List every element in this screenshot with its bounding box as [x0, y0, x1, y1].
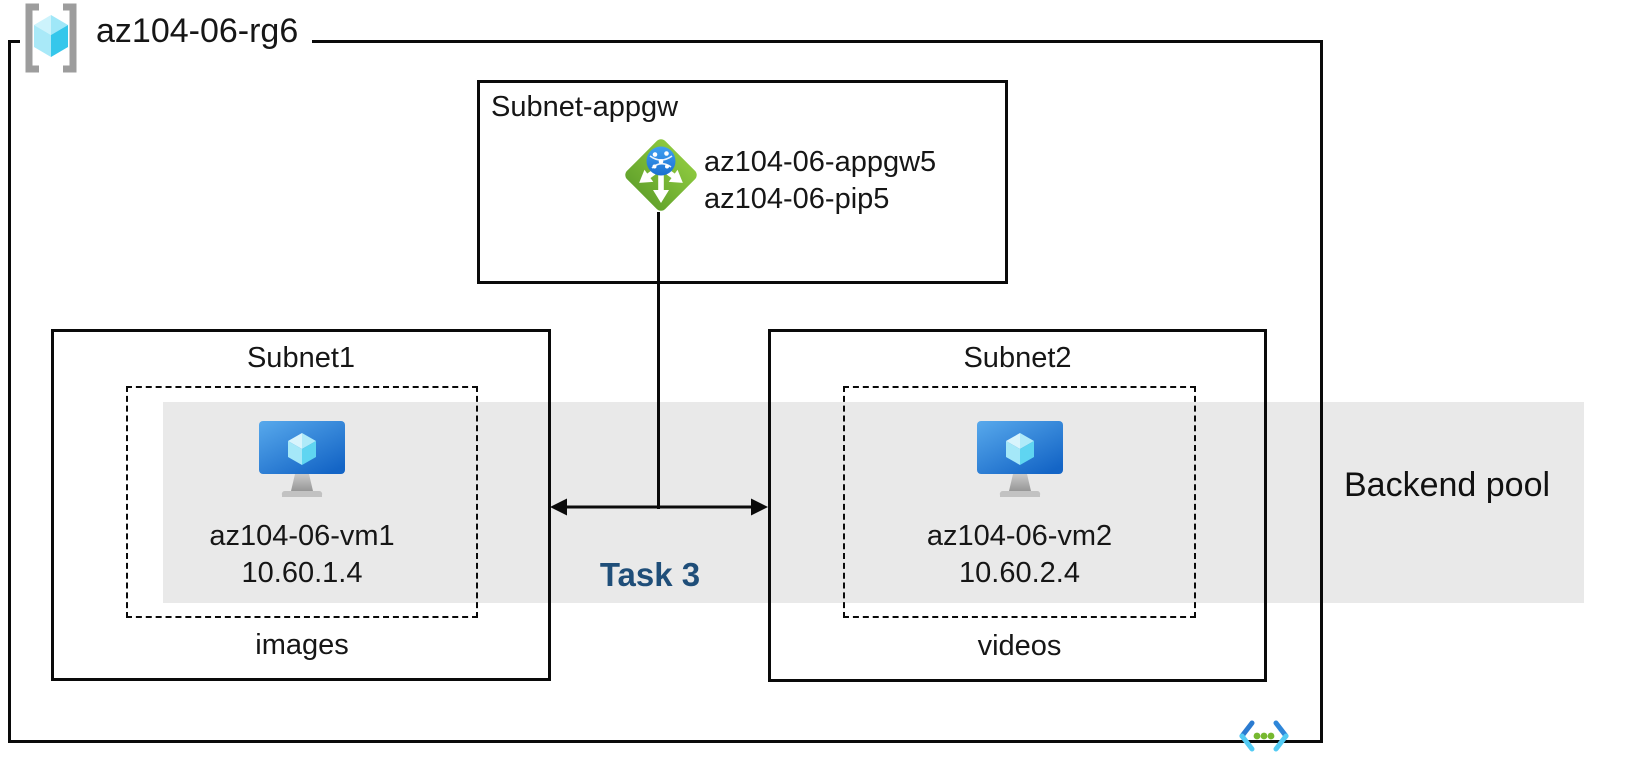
vm1-info: az104-06-vm1 10.60.1.4	[126, 518, 478, 592]
appgw-subnet-label: Subnet-appgw	[491, 91, 679, 123]
app-gateway-name: az104-06-appgw5	[704, 146, 937, 178]
backend-pool-label: Backend pool	[1344, 466, 1551, 504]
resource-group-name: az104-06-rg6	[96, 12, 299, 50]
vm2-dashed-box	[843, 386, 1196, 618]
vm2-name: az104-06-vm2	[926, 520, 1113, 552]
task-label: Task 3	[599, 556, 701, 593]
vm2-ip: 10.60.2.4	[959, 557, 1080, 589]
load-balancing-double-arrow	[549, 494, 769, 525]
subnet1-box	[51, 329, 551, 681]
application-gateway-icon	[619, 133, 703, 222]
subnet2-box	[768, 329, 1267, 682]
gateway-connector-line	[657, 212, 660, 509]
vm1-ip: 10.60.1.4	[241, 557, 363, 589]
virtual-machine1-icon	[258, 420, 346, 507]
resource-group-icon	[22, 1, 80, 80]
subnet1-caption: images	[255, 629, 349, 661]
virtual-machine2-icon	[976, 420, 1064, 507]
vm1-name: az104-06-vm1	[209, 520, 395, 552]
virtual-network-icon	[1237, 719, 1291, 758]
subnet2-label: Subnet2	[963, 342, 1072, 374]
appgw-subnet-box	[477, 80, 1008, 284]
resource-group-header: az104-06-rg6	[20, 1, 313, 80]
public-ip-name: az104-06-pip5	[704, 183, 890, 215]
vm1-dashed-box	[126, 386, 478, 618]
gateway-name-block: az104-06-appgw5 az104-06-pip5	[704, 144, 936, 218]
resource-group-box	[8, 40, 1323, 743]
subnet2-caption: videos	[977, 630, 1062, 662]
vm2-info: az104-06-vm2 10.60.2.4	[843, 518, 1196, 592]
subnet1-label: Subnet1	[246, 342, 356, 374]
backend-pool-band	[163, 402, 1584, 603]
